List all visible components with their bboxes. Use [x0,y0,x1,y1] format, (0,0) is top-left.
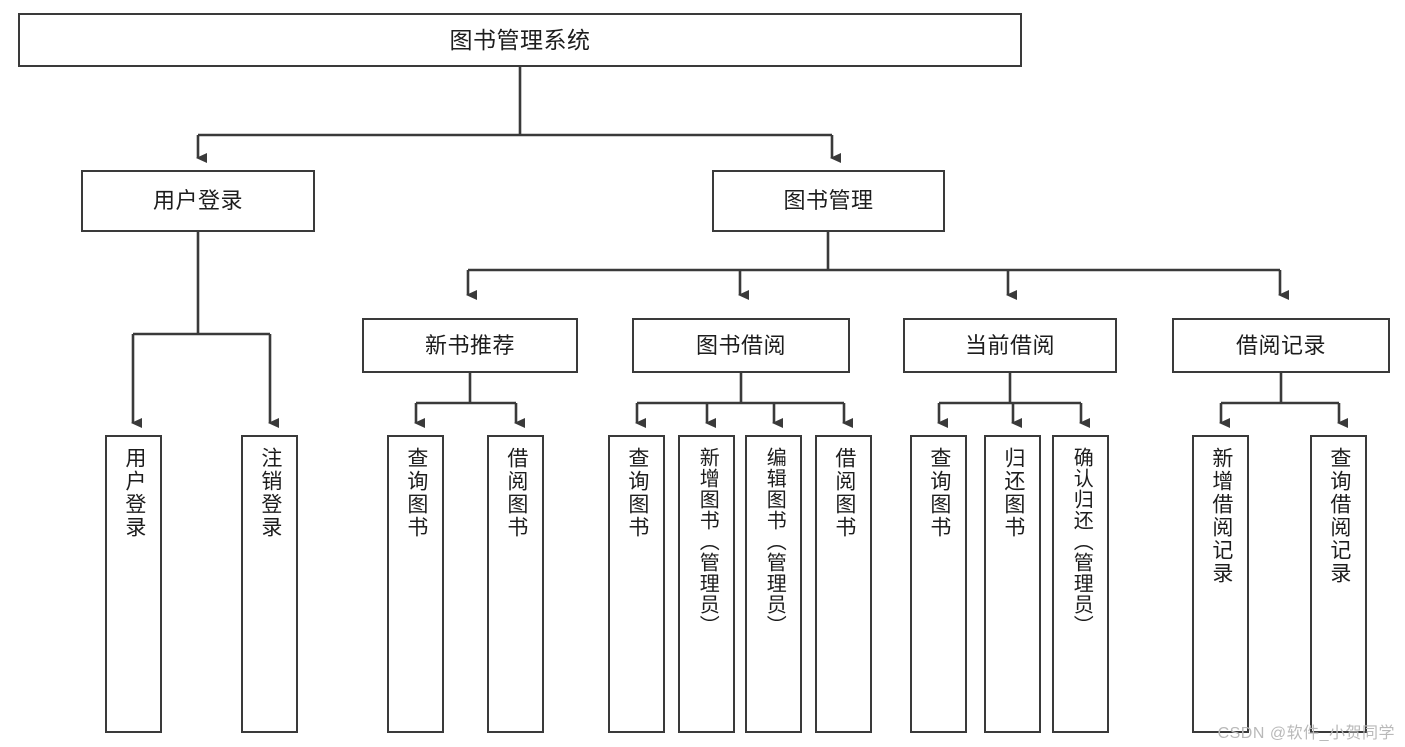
node-label: 用户登录 [122,447,146,539]
node-label: 图书借阅 [695,332,786,358]
node-label: 新增借阅记录 [1209,447,1233,585]
leaf-confirm-return-admin[interactable]: 确认归还（管理员） [1052,435,1109,733]
leaf-borrow-book[interactable]: 借阅图书 [815,435,872,733]
node-label: 归还图书 [1001,447,1025,539]
leaf-query-book-borrow[interactable]: 查询图书 [608,435,665,733]
node-label: 查询图书 [927,447,951,539]
node-current-borrow[interactable]: 当前借阅 [903,318,1117,373]
leaf-edit-book-admin[interactable]: 编辑图书（管理员） [745,435,802,733]
node-root-system[interactable]: 图书管理系统 [18,13,1022,67]
node-label: 查询图书 [404,447,428,539]
leaf-borrow-book-recommend[interactable]: 借阅图书 [487,435,544,733]
leaf-return-book[interactable]: 归还图书 [984,435,1041,733]
node-label: 借阅图书 [832,447,856,539]
node-label: 当前借阅 [964,332,1055,358]
node-label: 编辑图书（管理员） [763,447,786,636]
node-label: 确认归还（管理员） [1070,447,1093,636]
node-book-borrow[interactable]: 图书借阅 [632,318,850,373]
leaf-logout[interactable]: 注销登录 [241,435,298,733]
node-label: 查询借阅记录 [1327,447,1351,585]
node-label: 新增图书（管理员） [696,447,719,636]
node-label: 新书推荐 [424,332,515,358]
leaf-query-borrow-record[interactable]: 查询借阅记录 [1310,435,1367,733]
node-label: 图书管理 [783,188,874,213]
node-label: 借阅记录 [1235,332,1326,358]
leaf-query-book-current[interactable]: 查询图书 [910,435,967,733]
node-user-login[interactable]: 用户登录 [81,170,315,232]
node-label: 查询图书 [625,447,649,539]
leaf-user-login[interactable]: 用户登录 [105,435,162,733]
csdn-watermark: CSDN @软件_小贺同学 [1217,725,1395,742]
node-new-book-recommend[interactable]: 新书推荐 [362,318,578,373]
node-label: 注销登录 [258,447,282,539]
leaf-add-book-admin[interactable]: 新增图书（管理员） [678,435,735,733]
node-label: 借阅图书 [504,447,528,539]
leaf-add-borrow-record[interactable]: 新增借阅记录 [1192,435,1249,733]
node-label: 图书管理系统 [449,26,591,53]
node-borrow-record[interactable]: 借阅记录 [1172,318,1390,373]
node-label: 用户登录 [152,188,243,213]
node-book-management[interactable]: 图书管理 [712,170,945,232]
leaf-query-book-recommend[interactable]: 查询图书 [387,435,444,733]
